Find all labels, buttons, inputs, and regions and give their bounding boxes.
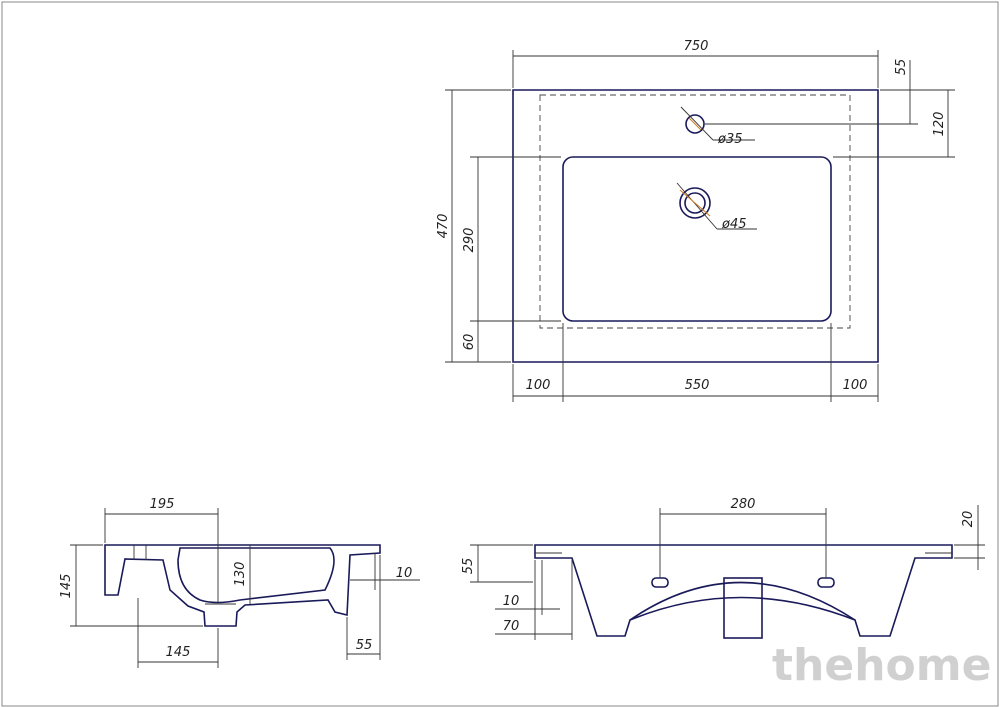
dim-120-label: 120 xyxy=(932,112,947,137)
dim-145h-label: 145 xyxy=(166,645,191,660)
dim-55f-label: 55 xyxy=(461,558,476,575)
tap-center-mark xyxy=(688,117,702,131)
dim-145v-label: 145 xyxy=(59,574,74,599)
dim-70-label: 70 xyxy=(503,619,520,634)
dim-470-label: 470 xyxy=(436,214,451,239)
front-view-mount-left xyxy=(651,577,669,588)
dim-100-right-label: 100 xyxy=(843,378,868,393)
dim-750-label: 750 xyxy=(684,39,709,54)
drain-hole-outer xyxy=(679,187,711,219)
drain-hole-leader xyxy=(676,182,718,230)
dim-100-left-label: 100 xyxy=(526,378,551,393)
dim-60-label: 60 xyxy=(462,334,477,351)
front-view-drain xyxy=(723,577,763,639)
dim-130-label: 130 xyxy=(233,562,248,587)
dim-10f-label: 10 xyxy=(503,594,520,609)
dim-290-label: 290 xyxy=(462,228,477,253)
watermark-logo: thehome xyxy=(772,640,991,691)
dim-55s-label: 55 xyxy=(356,638,373,653)
tap-hole xyxy=(685,114,705,134)
top-view-rim-dashed xyxy=(539,94,851,329)
side-view-bowl xyxy=(177,547,335,604)
top-view-bowl xyxy=(562,156,832,322)
drain-hole-label: ø45 xyxy=(721,217,747,232)
tap-hole-leader xyxy=(680,106,714,141)
top-view-outline xyxy=(512,89,879,363)
dim-20-label: 20 xyxy=(961,511,976,528)
dim-550-label: 550 xyxy=(685,378,710,393)
front-view: 280 20 55 10 70 xyxy=(461,497,985,640)
dim-195-label: 195 xyxy=(150,497,175,512)
top-view: 750 55 120 470 290 60 100 550 100 ø35 ø4… xyxy=(436,39,955,402)
front-view-profile xyxy=(534,544,953,637)
dim-55-label: 55 xyxy=(894,59,909,76)
front-view-mount-right xyxy=(817,577,835,588)
dim-280-label: 280 xyxy=(731,497,756,512)
front-view-bowl-curve xyxy=(629,581,856,621)
drain-hole-inner xyxy=(684,192,706,214)
drain-center-mark xyxy=(679,189,711,217)
side-view: 195 145 130 10 145 55 xyxy=(59,497,420,668)
side-view-profile xyxy=(104,544,381,627)
dim-10-label: 10 xyxy=(396,566,413,581)
tap-hole-label: ø35 xyxy=(717,132,743,147)
